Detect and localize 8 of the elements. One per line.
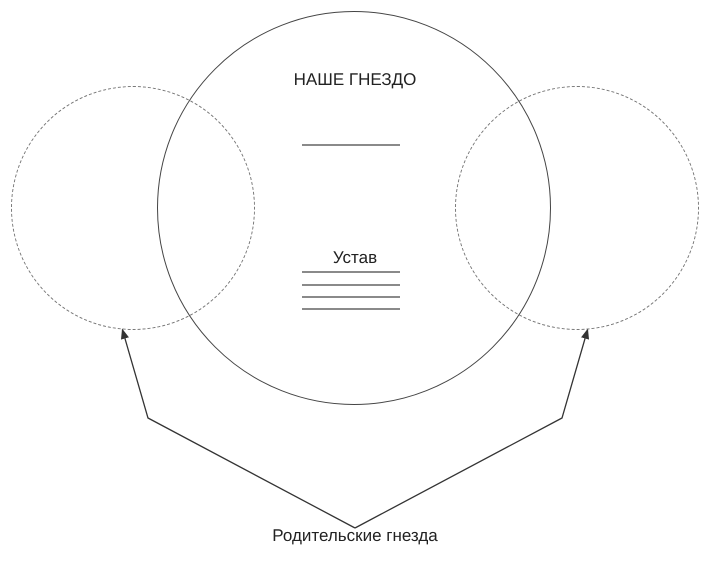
nest-circle <box>157 11 551 405</box>
caption-text: Родительские гнезда <box>272 526 438 546</box>
arrow <box>120 328 356 529</box>
arrow <box>354 328 590 529</box>
dashed-circle <box>11 86 255 330</box>
heading: НАШЕ ГНЕЗДО <box>294 70 416 90</box>
dashed-circle <box>455 86 699 330</box>
section-title: Устав <box>332 248 378 268</box>
